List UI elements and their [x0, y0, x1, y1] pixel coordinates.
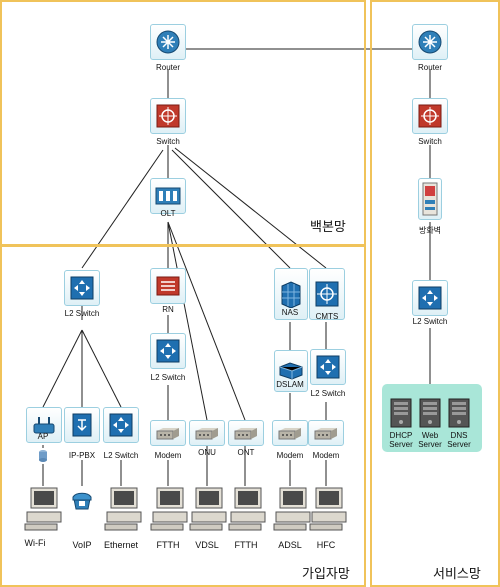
- nas-label: NAS: [281, 308, 299, 317]
- cmts-icon: [309, 268, 345, 320]
- l2-switch-icon: [310, 349, 346, 385]
- link: [167, 221, 208, 421]
- pc-icon: [228, 487, 266, 531]
- nas-icon: [274, 268, 308, 320]
- onu-label: ONU: [198, 448, 216, 457]
- modem-icon: [272, 420, 308, 446]
- router-icon: [150, 24, 186, 60]
- phone-icon: [72, 492, 92, 510]
- rn-icon: [150, 268, 186, 304]
- endpoint-label-adsl: ADSL: [278, 540, 302, 550]
- ap-icon: [26, 407, 62, 443]
- dslam-icon: [274, 350, 308, 392]
- cmts-label: CMTS: [315, 312, 339, 321]
- ont-icon: [228, 420, 264, 446]
- link: [81, 329, 122, 408]
- server-label-dhcp: DHCP Server: [389, 431, 413, 450]
- router-main-label: Router: [155, 63, 180, 72]
- zone-subscriber: [0, 245, 366, 587]
- pc-icon: [24, 487, 62, 531]
- modem-ftth-label: Modem: [154, 451, 182, 460]
- rn-label: RN: [162, 305, 174, 314]
- l2-switch-icon: [103, 407, 139, 443]
- firewall-label: 방화벽: [418, 226, 442, 235]
- server-icon: [419, 398, 441, 428]
- zone-label-service: 서비스망: [433, 567, 481, 582]
- zone-service: [370, 0, 500, 587]
- zone-label-subscriber: 가입자망: [302, 567, 350, 582]
- switch-main-label: Switch: [156, 137, 180, 146]
- endpoint-label-voip: VoIP: [72, 540, 92, 550]
- pc-icon: [273, 487, 311, 531]
- server-label-web: Web Server: [418, 431, 442, 450]
- l2switch-eth-label: L2 Switch: [103, 451, 139, 460]
- l2switch-a-label: L2 Switch: [64, 309, 100, 318]
- dslam-label: DSLAM: [276, 380, 304, 389]
- modem-adsl-label: Modem: [276, 451, 304, 460]
- endpoint-label-ethernet: Ethernet: [103, 540, 139, 550]
- pc-icon: [309, 487, 347, 531]
- olt-label: OLT: [160, 209, 176, 218]
- server-label-dns: DNS Server: [447, 431, 471, 450]
- l2-switch-icon: [64, 270, 100, 306]
- link: [167, 221, 246, 421]
- l2-switch-icon: [412, 280, 448, 316]
- ip-pbx-icon: [64, 407, 100, 443]
- storage-icon: [39, 450, 47, 462]
- switch-icon: [150, 98, 186, 134]
- firewall-icon: [418, 178, 442, 220]
- switch-svc-label: Switch: [418, 137, 442, 146]
- link: [81, 149, 164, 269]
- ippbx-label: IP-PBX: [68, 451, 96, 460]
- server-icon: [390, 398, 412, 428]
- endpoint-label-ftth: FTTH: [156, 540, 180, 550]
- modem-icon: [150, 420, 186, 446]
- switch-icon: [412, 98, 448, 134]
- endpoint-label-hfc: HFC: [316, 540, 336, 550]
- router-icon: [412, 24, 448, 60]
- router-svc-label: Router: [417, 63, 442, 72]
- l2switch-svc-label: L2 Switch: [412, 317, 448, 326]
- pc-icon: [150, 487, 188, 531]
- l2-switch-icon: [150, 333, 186, 369]
- server-icon: [448, 398, 470, 428]
- link: [42, 329, 83, 408]
- olt-icon: [150, 178, 186, 214]
- onu-icon: [189, 420, 225, 446]
- l2switch-rn-label: L2 Switch: [150, 373, 186, 382]
- link: [171, 149, 291, 269]
- ont-label: ONT: [237, 448, 255, 457]
- endpoint-label-ftth-2: FTTH: [234, 540, 258, 550]
- endpoint-label-vdsl: VDSL: [195, 540, 219, 550]
- zone-label-backbone: 백본망: [310, 220, 346, 235]
- endpoint-label-wifi: Wi-Fi: [24, 538, 46, 548]
- pc-icon: [104, 487, 142, 531]
- l2switch-cmts-label: L2 Switch: [310, 389, 346, 398]
- link: [174, 147, 327, 269]
- pc-icon: [189, 487, 227, 531]
- ap-label: AP: [37, 432, 49, 441]
- modem-icon: [308, 420, 344, 446]
- modem-hfc-label: Modem: [312, 451, 340, 460]
